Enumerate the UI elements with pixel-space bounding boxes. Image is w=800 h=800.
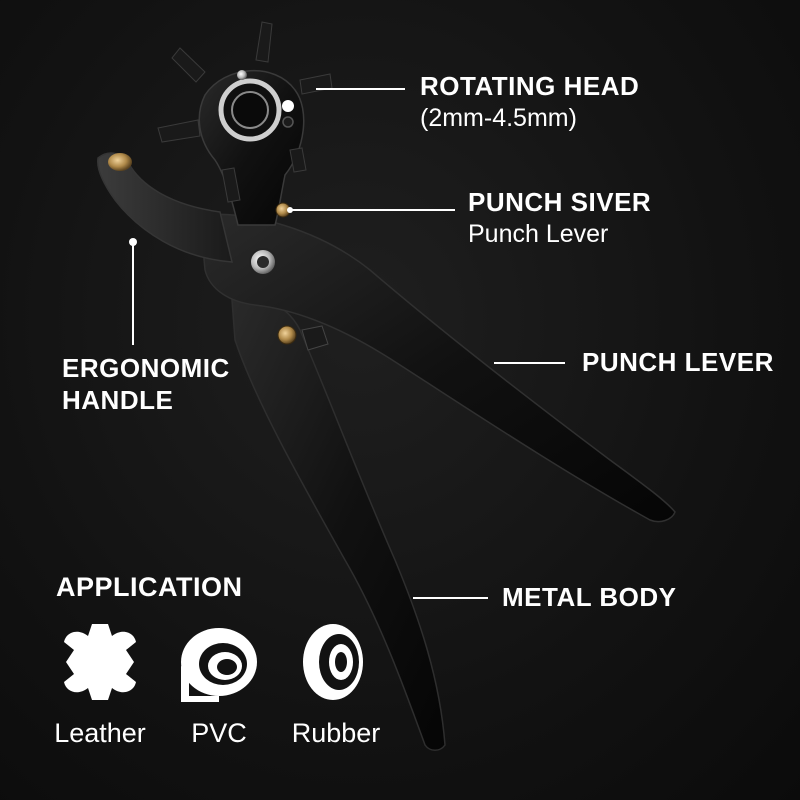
pivot-rivet-center <box>257 256 269 268</box>
punch-tube <box>157 119 201 143</box>
callout-ergonomic-handle: ERGONOMIC HANDLE <box>62 352 230 416</box>
callout-title-line2: HANDLE <box>62 385 174 415</box>
leader-dot <box>129 238 137 246</box>
material-label-rubber: Rubber <box>291 718 381 748</box>
head-highlight <box>282 100 294 112</box>
callout-punch-lever: PUNCH LEVER <box>582 346 774 378</box>
punch-tube <box>171 47 206 83</box>
leader-dot <box>287 207 293 213</box>
brass-stop-screw <box>277 325 297 345</box>
anvil-brass-plate <box>108 153 132 171</box>
callout-lines <box>132 88 565 599</box>
anvil-jaw <box>96 152 233 263</box>
callout-title: PUNCH SIVER <box>468 187 652 217</box>
material-label-pvc: PVC <box>191 718 247 748</box>
lower-handle <box>231 295 446 751</box>
callout-title: ROTATING HEAD <box>420 71 640 101</box>
punch-tube <box>299 73 333 95</box>
callout-rotating-head: ROTATING HEAD (2mm-4.5mm) <box>420 70 639 134</box>
upper-handle <box>199 213 676 523</box>
punch-tube <box>221 167 241 203</box>
callout-title: PUNCH LEVER <box>582 347 774 377</box>
callout-title: METAL BODY <box>502 582 677 612</box>
callout-title-line1: ERGONOMIC <box>62 353 230 383</box>
callout-metal-body: METAL BODY <box>502 581 676 613</box>
punch-tube <box>289 147 307 173</box>
head-ring-inner <box>231 91 269 129</box>
rubber-ring-icon <box>303 624 363 700</box>
application-title: APPLICATION <box>56 572 243 602</box>
rotating-head <box>157 21 333 226</box>
leather-hide-icon <box>64 624 136 700</box>
head-screw <box>282 116 294 128</box>
head-rivet <box>237 70 247 80</box>
spring-catch <box>301 325 329 351</box>
callout-punch-siver: PUNCH SIVER Punch Lever <box>468 186 651 250</box>
callout-subtitle: (2mm-4.5mm) <box>420 104 577 132</box>
punch-tube <box>255 21 273 63</box>
callout-subtitle: Punch Lever <box>468 220 609 248</box>
pvc-tape-roll-icon <box>181 628 257 702</box>
material-label-leather: Leather <box>54 718 146 748</box>
